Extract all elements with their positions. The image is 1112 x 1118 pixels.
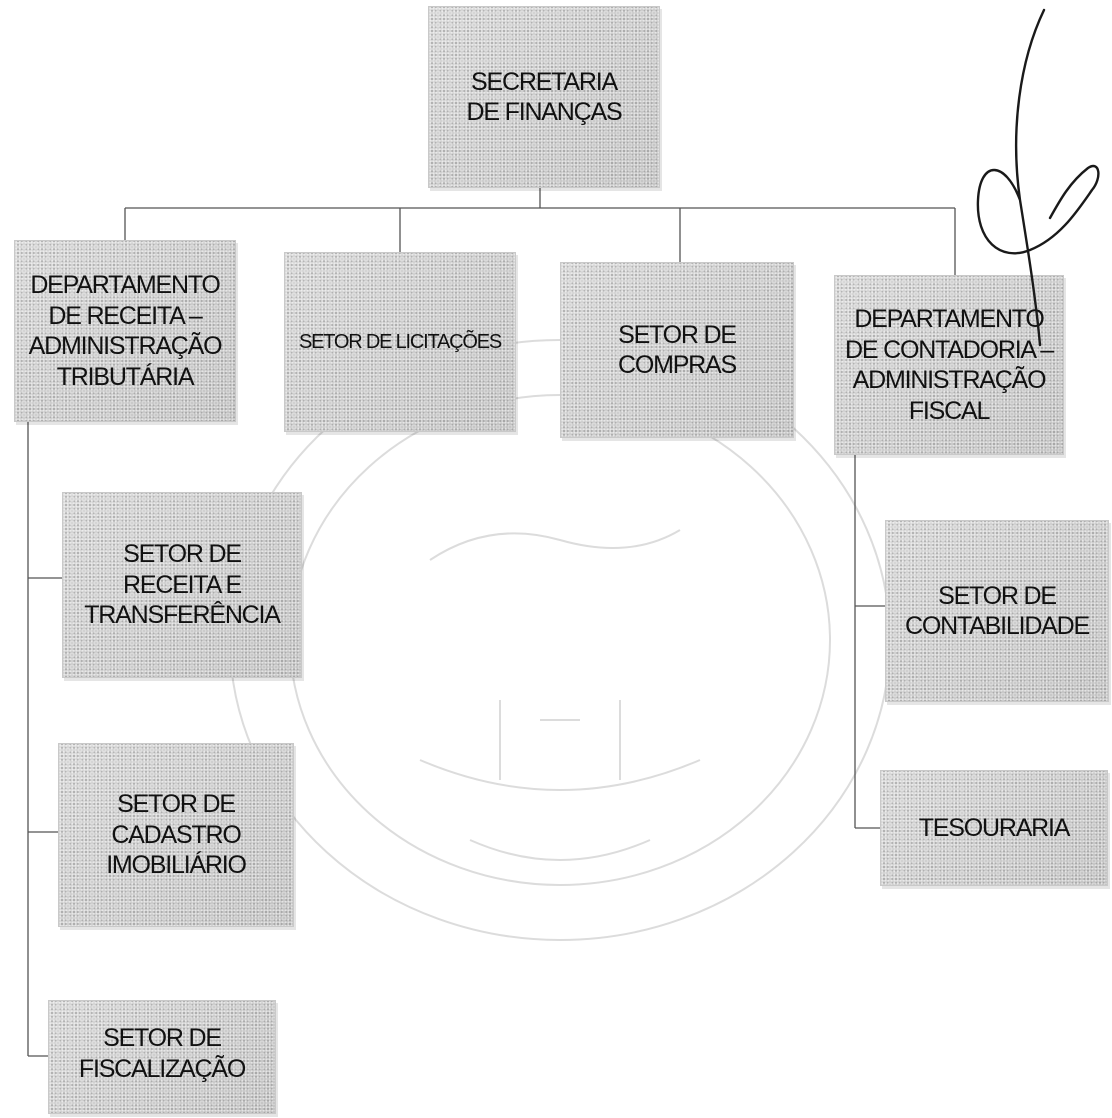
node-label: SETOR DE LICITAÇÕES [298,330,502,353]
node-label: SETOR DE RECEITA E TRANSFERÊNCIA [84,540,281,630]
node-label: SETOR DE CONTABILIDADE [905,581,1090,641]
node-label: SECRETARIA DE FINANÇAS [466,67,623,127]
node-setor-cadastro-imobiliario: SETOR DE CADASTRO IMOBILIÁRIO [58,743,294,927]
node-setor-fiscalizacao: SETOR DE FISCALIZAÇÃO [48,1000,276,1114]
node-label: SETOR DE FISCALIZAÇÃO [78,1024,246,1083]
node-departamento-contadoria: DEPARTAMENTO DE CONTADORIA – ADMINISTRAÇ… [834,275,1064,455]
node-tesouraria: TESOURARIA [880,770,1108,886]
node-setor-receita-transferencia: SETOR DE RECEITA E TRANSFERÊNCIA [62,492,302,678]
node-label: DEPARTAMENTO DE CONTADORIA – ADMINISTRAÇ… [845,305,1054,425]
node-label: SETOR DE COMPRAS [617,320,737,380]
node-setor-contabilidade: SETOR DE CONTABILIDADE [885,520,1109,702]
node-departamento-receita: DEPARTAMENTO DE RECEITA – ADMINISTRAÇÃO … [14,240,236,422]
node-label: DEPARTAMENTO DE RECEITA – ADMINISTRAÇÃO … [28,271,223,391]
node-label: TESOURARIA [918,813,1071,842]
node-label: SETOR DE CADASTRO IMOBILIÁRIO [106,790,247,880]
node-secretaria-financas: SECRETARIA DE FINANÇAS [428,6,660,188]
node-setor-licitacoes: SETOR DE LICITAÇÕES [284,252,516,432]
node-setor-compras: SETOR DE COMPRAS [560,262,794,438]
